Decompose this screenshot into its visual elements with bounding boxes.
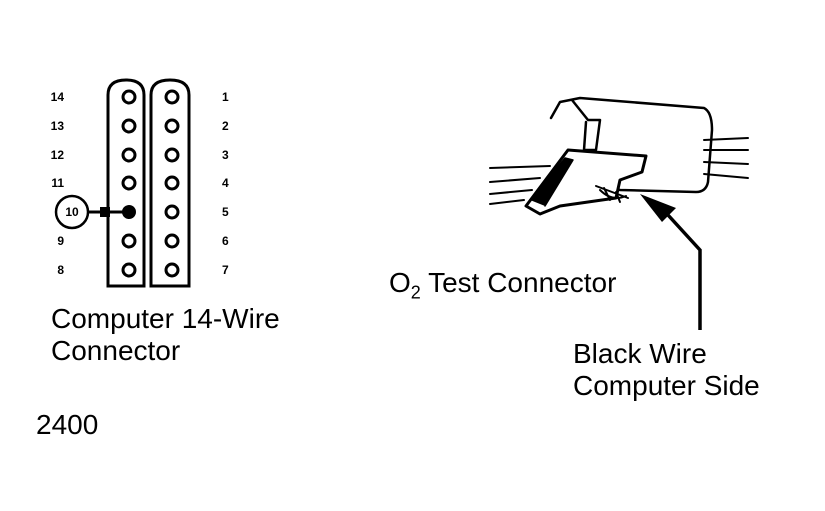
pin-number: 2 [222,119,229,133]
caption-line: Connector [51,335,181,366]
pin-10-callout [54,194,136,230]
caption-line: Computer Side [573,370,760,401]
pin-number: 7 [222,263,229,277]
pin-number: 9 [57,234,64,248]
pin-number: 8 [57,263,64,277]
o2-test-connector-caption: O2 Test Connector [389,267,616,309]
o2-prefix: O [389,267,411,298]
pin-number: 6 [222,234,229,248]
computer-connector-caption: Computer 14-Wire Connector [51,303,280,367]
pin-number: 12 [50,148,64,162]
black-wire-pointer [640,194,702,330]
figure-number: 2400 [36,409,99,440]
pin-number: 4 [222,176,229,190]
black-wire-caption: Black Wire Computer Side [573,338,760,402]
caption-line: Black Wire [573,338,707,369]
pin-number: 1 [222,90,229,104]
pin-number-highlighted: 10 [65,205,79,219]
pin-number: 5 [222,205,229,219]
pin-number: 11 [51,176,64,190]
o2-suffix: Test Connector [420,267,617,298]
connector-pins [121,89,180,278]
pin-number: 13 [50,119,64,133]
o2-test-connector [489,96,749,216]
computer-14-wire-connector [106,78,191,288]
pin-number: 14 [50,90,64,104]
pin-number: 3 [222,148,229,162]
caption-line: Computer 14-Wire [51,303,280,334]
o2-subscript: 2 [410,282,421,303]
